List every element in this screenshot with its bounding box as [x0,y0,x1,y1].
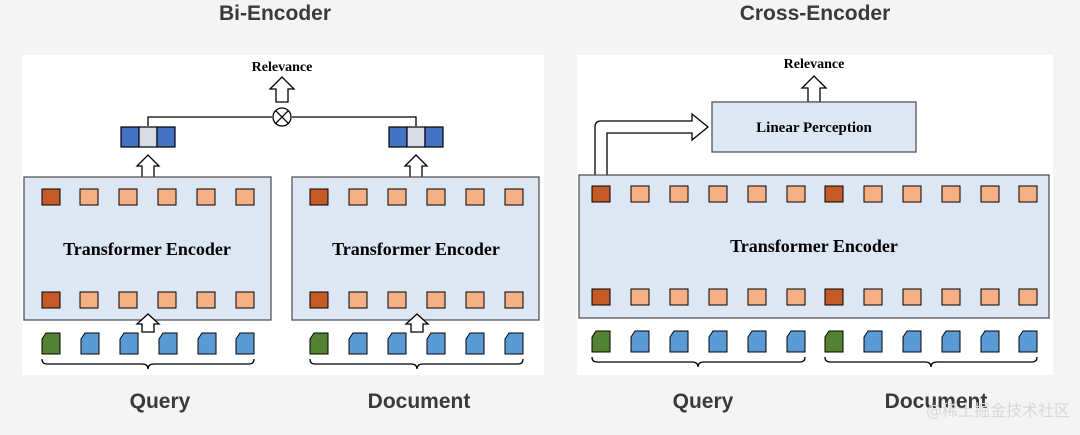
cls-to-linear-arrow-icon [594,112,710,178]
query-encoder-label: Transformer Encoder [63,239,231,259]
bi-query-label: Query [129,390,191,413]
document-output-tokens [309,188,524,206]
document-input-tokens [309,332,524,355]
document-hidden-tokens [309,291,524,309]
cross-relevance-label: Relevance [784,57,845,72]
query-input-tokens [41,332,255,355]
cross-query-brace [591,356,806,368]
document-up-arrow-icon [403,154,429,181]
cross-query-label: Query [672,390,734,413]
cross-document-label: Document [884,390,988,413]
query-hidden-tokens [41,291,255,309]
cross-encoder-diagram: Relevance Linear Perception Transformer … [578,57,1050,368]
linear-perception-box [711,101,917,153]
watermark: @稀土掘金技术社区 [925,401,1070,420]
cross-output-tokens [591,185,1038,203]
cross-input-tokens [591,330,1038,353]
query-encoder-box [23,176,272,321]
query-brace [41,358,255,370]
bi-relevance-arrow-icon [268,76,296,103]
bi-combine-lines [147,116,417,126]
bi-encoder-title: Bi-Encoder [218,2,331,25]
document-brace [309,358,524,370]
document-vector [388,126,444,148]
query-up-arrow-icon [135,154,161,181]
query-output-tokens [41,188,255,206]
cross-encoder-box [578,174,1050,319]
cross-encoder-title: Cross-Encoder [739,2,891,25]
multiply-icon [272,107,292,127]
bi-encoder-panel: Relevance Transformer Encoder [22,55,544,375]
bi-document-label: Document [367,390,471,413]
document-input-arrow-icon [404,313,430,333]
cross-hidden-tokens [591,288,1038,306]
cross-encoder-label: Transformer Encoder [730,236,898,256]
document-encoder-label: Transformer Encoder [332,239,500,259]
query-vector [120,126,176,148]
query-input-arrow-icon [135,313,161,333]
cross-encoder-panel: Relevance Linear Perception Transformer … [577,55,1053,375]
cross-relevance-arrow-icon [800,75,828,103]
cross-document-brace [824,356,1038,368]
bi-encoder-diagram: Relevance Transformer Encoder [23,60,540,370]
bi-relevance-label: Relevance [252,60,313,75]
linear-perception-label: Linear Perception [756,120,872,136]
document-encoder-box [291,176,540,321]
